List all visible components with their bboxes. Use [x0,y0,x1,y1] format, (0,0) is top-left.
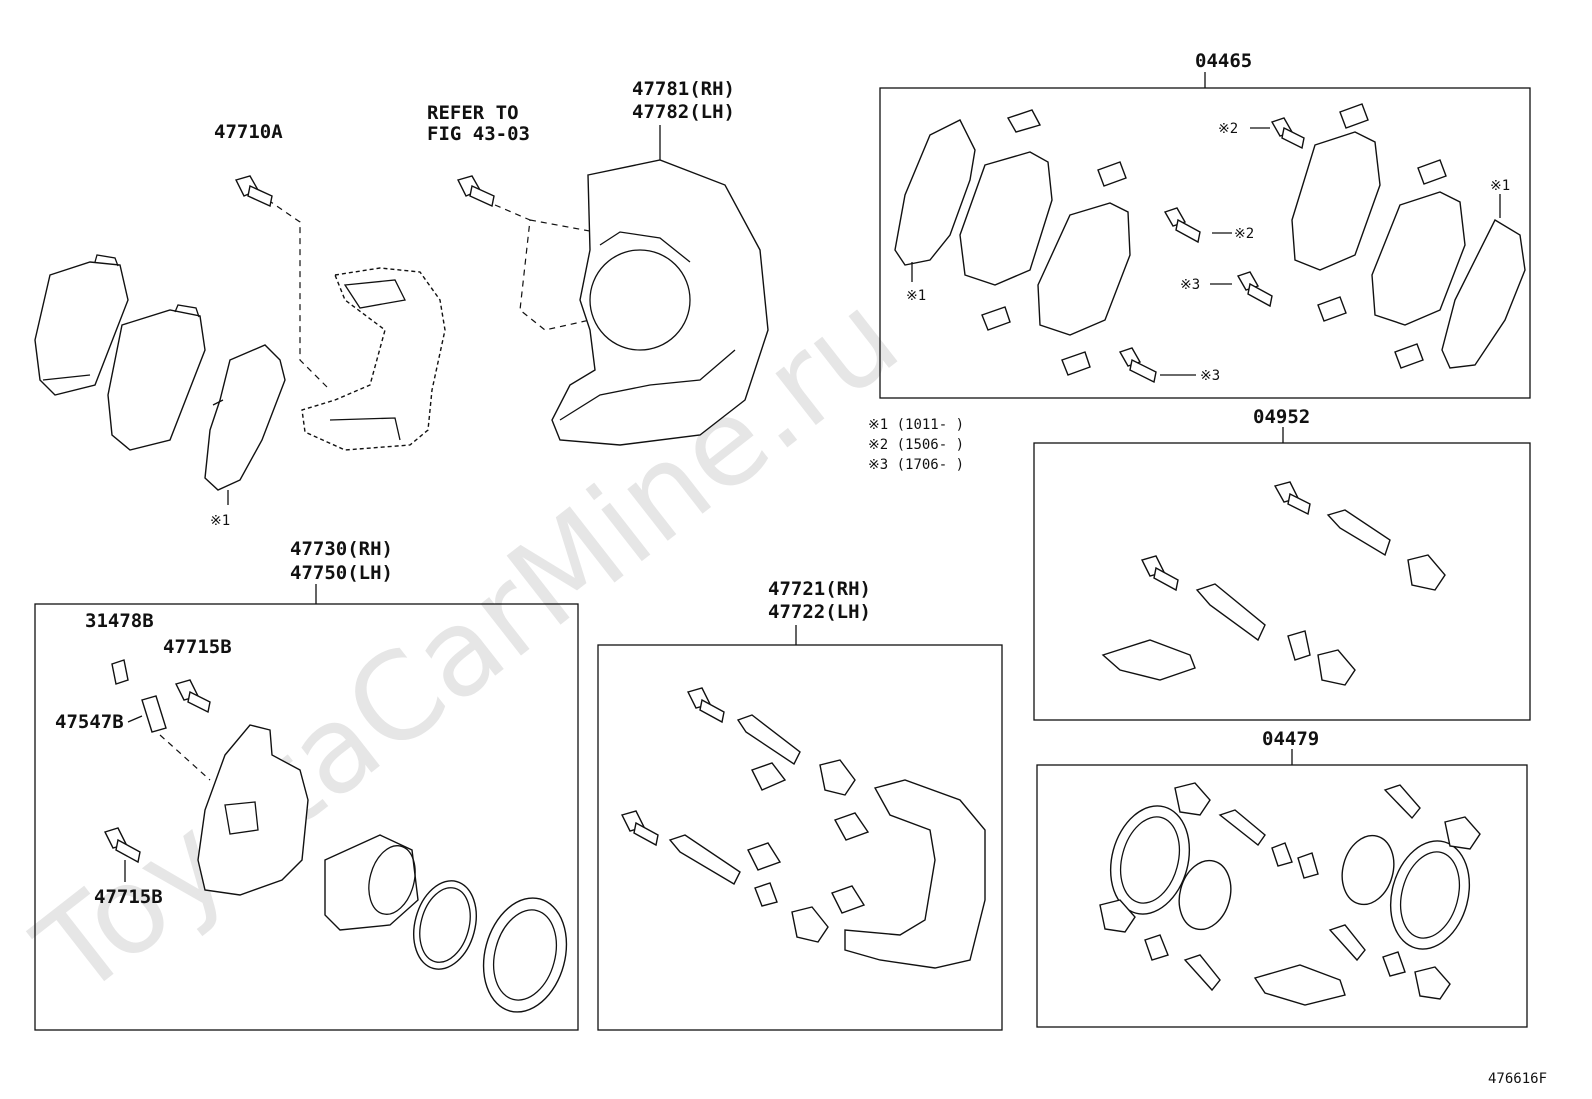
label-04465: 04465 [1195,50,1252,72]
label-47781-rh: 47781(RH) [632,78,735,100]
kit-box-04479 [1036,764,1528,1028]
label-47547B: 47547B [55,711,124,733]
note-mark2: ※2 (1506- ) [868,437,964,453]
label-mark1-shim: ※1 [210,513,230,529]
label-31478B: 31478B [85,610,154,632]
label-47715B-bottom: 47715B [94,886,163,908]
label-mark1-left-shim: ※1 [906,288,926,304]
caliper-mounting-bracket [301,267,446,451]
kit-04952-parts [1101,481,1446,686]
label-refer-fig: FIG 43-03 [427,123,530,145]
bolt-refer-fig [456,175,495,208]
label-47715B-top: 47715B [163,636,232,658]
label-04479: 04479 [1262,728,1319,750]
brake-pad-inner [107,304,206,451]
note-mark3: ※3 (1706- ) [868,457,964,473]
anti-squeal-shim [204,344,286,491]
label-47730-rh: 47730(RH) [290,538,393,560]
kit-04479-parts [1099,782,1481,1006]
kit-04465-parts [894,103,1526,384]
label-mark3-bolt-mid: ※3 [1180,277,1200,293]
label-47782-lh: 47782(LH) [632,101,735,123]
bolt-47710A [234,175,273,208]
label-04952: 04952 [1253,406,1310,428]
label-refer-to: REFER TO [427,102,519,124]
assembly-box-47730 [34,603,579,1031]
label-mark1-right-shim: ※1 [1490,178,1510,194]
note-mark1: ※1 (1011- ) [868,417,964,433]
kit-box-04952 [1033,442,1531,721]
label-47750-lh: 47750(LH) [290,562,393,584]
caliper-assembly-parts [104,659,568,1013]
label-47710A: 47710A [214,121,283,143]
label-mark2-bolt-top: ※2 [1218,121,1238,137]
caliper-bracket-kit-parts [620,687,986,969]
assembly-box-47721 [597,644,1003,1031]
label-47722-lh: 47722(LH) [768,601,871,623]
brake-pad-outer [34,254,129,396]
figure-id: 476616F [1488,1071,1547,1087]
disc-brake-dust-cover [551,159,769,446]
label-47721-rh: 47721(RH) [768,578,871,600]
label-mark3-bolt-bottom: ※3 [1200,368,1220,384]
label-mark2-bolt-mid: ※2 [1234,226,1254,242]
